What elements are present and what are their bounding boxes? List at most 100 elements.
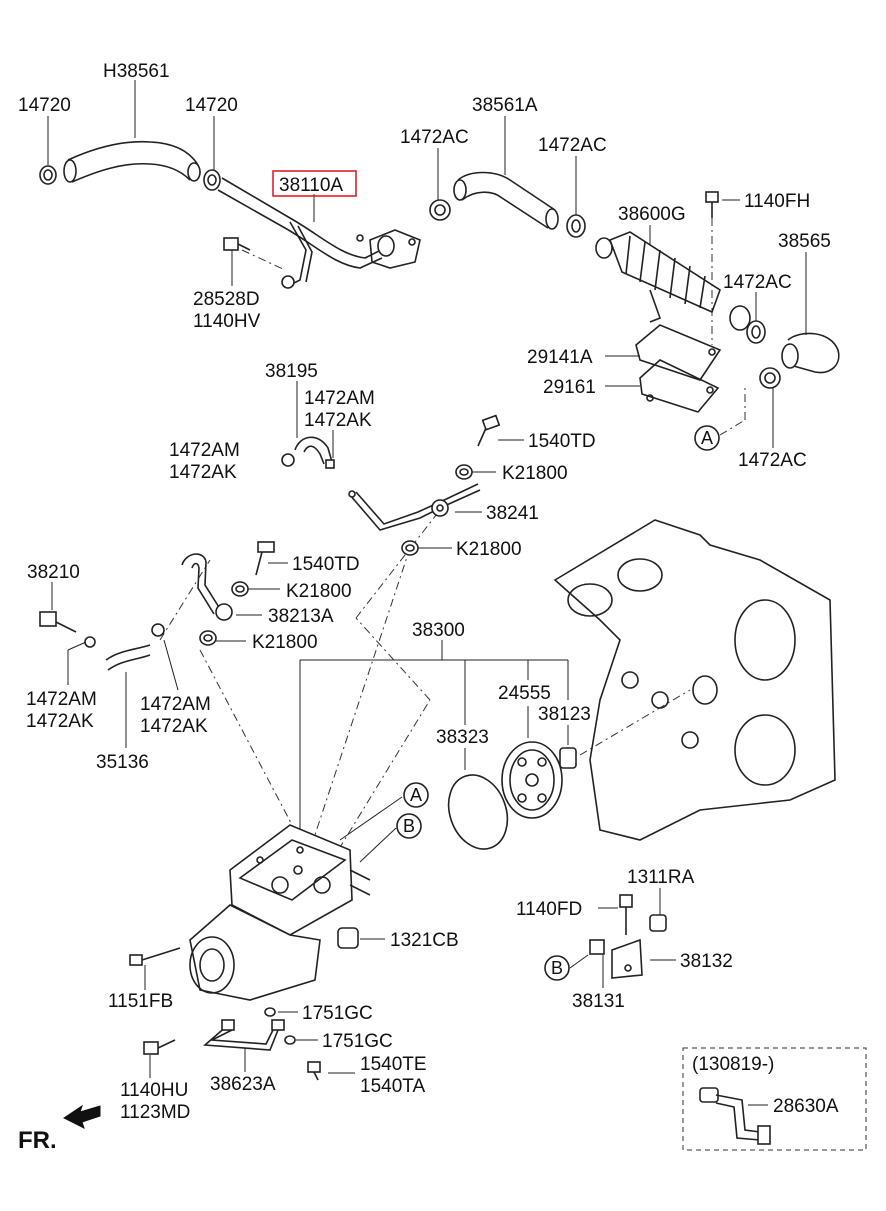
label-38131[interactable]: 38131 bbox=[572, 991, 625, 1012]
label-1472AC-a[interactable]: 1472AC bbox=[400, 127, 469, 148]
part-labels: H38561 14720 14720 38110A 1472AC 38561A … bbox=[18, 61, 839, 1123]
label-1123MD[interactable]: 1123MD bbox=[120, 1102, 190, 1123]
bolt-38131 bbox=[589, 939, 605, 955]
label-38600G[interactable]: 38600G bbox=[618, 204, 686, 225]
label-1140HU[interactable]: 1140HU bbox=[120, 1080, 188, 1101]
hose-38561A bbox=[453, 171, 559, 230]
label-38323[interactable]: 38323 bbox=[436, 727, 489, 748]
bolt-1151FB bbox=[129, 947, 181, 966]
label-38123[interactable]: 38123 bbox=[538, 704, 591, 725]
callout-B-right: B bbox=[551, 958, 563, 978]
label-38623A[interactable]: 38623A bbox=[210, 1074, 276, 1095]
bolt-1140FD bbox=[619, 894, 633, 935]
bracket-38132 bbox=[611, 938, 643, 979]
clamp-1472AC-a bbox=[429, 199, 451, 221]
label-K21800-b[interactable]: K21800 bbox=[456, 539, 522, 560]
label-1311RA[interactable]: 1311RA bbox=[627, 867, 695, 888]
label-38241[interactable]: 38241 bbox=[486, 503, 539, 524]
label-1472AC-d[interactable]: 1472AC bbox=[738, 450, 807, 471]
nut-38123 bbox=[559, 747, 577, 769]
label-date-code: (130819-) bbox=[692, 1054, 774, 1075]
compressor-38300 bbox=[189, 824, 371, 1001]
fitting-28630A bbox=[699, 1087, 771, 1145]
bolt-1140FH bbox=[705, 191, 719, 218]
bolt-28528D bbox=[223, 237, 251, 251]
label-1472AK-b[interactable]: 1472AK bbox=[304, 410, 372, 431]
label-1472AK-c[interactable]: 1472AK bbox=[26, 711, 94, 732]
clamp-1472AC-b bbox=[566, 214, 586, 238]
label-H38561[interactable]: H38561 bbox=[103, 61, 170, 82]
label-38195[interactable]: 38195 bbox=[265, 361, 318, 382]
label-1751GC-b[interactable]: 1751GC bbox=[322, 1031, 393, 1052]
label-38561A[interactable]: 38561A bbox=[472, 95, 538, 116]
hose-35136 bbox=[84, 623, 165, 671]
pipe-38110A bbox=[217, 177, 421, 289]
label-1321CB[interactable]: 1321CB bbox=[390, 930, 459, 951]
label-38210[interactable]: 38210 bbox=[27, 562, 80, 583]
label-14720-left[interactable]: 14720 bbox=[18, 95, 71, 116]
label-1751GC-a[interactable]: 1751GC bbox=[302, 1003, 373, 1024]
label-28630A[interactable]: 28630A bbox=[773, 1096, 839, 1117]
label-1140FH[interactable]: 1140FH bbox=[744, 191, 810, 212]
callout-A-upper: A bbox=[701, 428, 713, 448]
label-14720-mid[interactable]: 14720 bbox=[185, 95, 238, 116]
leader-lines bbox=[47, 80, 807, 1106]
hose-38195 bbox=[281, 436, 335, 469]
clamp-14720-mid bbox=[203, 169, 221, 191]
label-24555[interactable]: 24555 bbox=[498, 683, 551, 704]
label-38213A[interactable]: 38213A bbox=[268, 606, 334, 627]
label-1540TD-b[interactable]: 1540TD bbox=[292, 554, 360, 575]
pipe-38241 bbox=[348, 483, 481, 531]
intake-38600G bbox=[595, 231, 751, 331]
bolt-1140HU bbox=[143, 1039, 176, 1055]
bolt-1540TD-a bbox=[477, 414, 501, 447]
front-direction-label: FR. bbox=[18, 1127, 57, 1154]
part-drawings bbox=[39, 140, 867, 1151]
label-29161[interactable]: 29161 bbox=[543, 377, 596, 398]
hose-H38561 bbox=[63, 140, 201, 183]
label-1540TA[interactable]: 1540TA bbox=[360, 1076, 425, 1097]
label-1140FD[interactable]: 1140FD bbox=[516, 899, 582, 920]
label-1540TD-a[interactable]: 1540TD bbox=[528, 431, 596, 452]
label-1472AM-c[interactable]: 1472AM bbox=[26, 689, 97, 710]
label-1140HV[interactable]: 1140HV bbox=[193, 311, 261, 332]
label-1472AC-c[interactable]: 1472AC bbox=[723, 272, 792, 293]
label-38565[interactable]: 38565 bbox=[778, 231, 831, 252]
label-38300[interactable]: 38300 bbox=[412, 620, 465, 641]
bolt-1540TD-b bbox=[255, 541, 275, 576]
label-K21800-d[interactable]: K21800 bbox=[252, 632, 318, 653]
label-K21800-c[interactable]: K21800 bbox=[286, 581, 352, 602]
clamp-14720-left bbox=[39, 165, 57, 185]
label-1472AC-b[interactable]: 1472AC bbox=[538, 135, 607, 156]
gasket-29141A bbox=[635, 324, 722, 381]
label-1472AK-d[interactable]: 1472AK bbox=[140, 716, 208, 737]
bolt-38210 bbox=[39, 611, 77, 633]
clamp-1472AC-d bbox=[759, 367, 781, 389]
hose-38565 bbox=[781, 332, 840, 374]
plate-29161 bbox=[639, 359, 720, 413]
nut-1311RA bbox=[649, 914, 667, 932]
label-38110A[interactable]: 38110A bbox=[279, 175, 343, 196]
callout-circles: A A B B bbox=[396, 425, 720, 981]
washer-K21800-d bbox=[199, 630, 217, 646]
label-38132[interactable]: 38132 bbox=[680, 951, 733, 972]
label-35136[interactable]: 35136 bbox=[96, 752, 149, 773]
washer-K21800-c bbox=[231, 581, 249, 597]
label-K21800-a[interactable]: K21800 bbox=[502, 463, 568, 484]
pipe-38623A bbox=[203, 1019, 285, 1051]
callout-B-lower: B bbox=[403, 816, 415, 836]
label-1472AM-b[interactable]: 1472AM bbox=[304, 388, 375, 409]
variant-box bbox=[682, 1047, 867, 1151]
label-29141A[interactable]: 29141A bbox=[527, 347, 593, 368]
gear-24555 bbox=[501, 741, 563, 819]
label-1151FB[interactable]: 1151FB bbox=[108, 991, 173, 1012]
label-1472AM-d[interactable]: 1472AM bbox=[140, 694, 211, 715]
front-direction-arrow-icon bbox=[63, 1104, 101, 1129]
label-1472AM-a[interactable]: 1472AM bbox=[169, 440, 240, 461]
engine-block bbox=[553, 519, 836, 841]
washer-K21800-b bbox=[401, 540, 419, 556]
label-1472AK-a[interactable]: 1472AK bbox=[169, 462, 237, 483]
label-1540TE[interactable]: 1540TE bbox=[360, 1054, 427, 1075]
label-28528D[interactable]: 28528D bbox=[193, 289, 260, 310]
